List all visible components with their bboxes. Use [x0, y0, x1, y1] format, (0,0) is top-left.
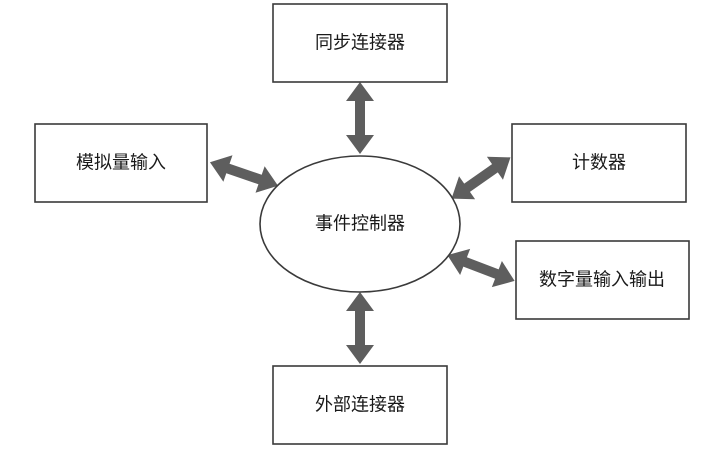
- right-upper-node: 计数器: [511, 123, 687, 203]
- bottom-box: [272, 365, 448, 445]
- left-label: 模拟量输入: [76, 153, 166, 174]
- right-upper-box: [511, 123, 687, 203]
- left-box: [34, 123, 208, 203]
- left-node: 模拟量输入: [34, 123, 208, 203]
- center-node: 事件控制器: [259, 155, 461, 293]
- right-upper-label: 计数器: [572, 153, 626, 174]
- arrows: [209, 82, 515, 364]
- center-ellipse: [259, 155, 461, 293]
- arrow-center-to-bottom: [346, 292, 374, 364]
- right-lower-node: 数字量输入输出: [515, 240, 690, 320]
- arrow-center-to-top: [346, 82, 374, 154]
- center-label: 事件控制器: [315, 214, 405, 235]
- top-box: [272, 3, 448, 83]
- arrow-center-to-right-upper: [451, 156, 511, 200]
- top-node: 同步连接器: [272, 3, 448, 83]
- bottom-label: 外部连接器: [315, 395, 405, 416]
- arrow-center-to-right-lower: [447, 248, 515, 288]
- right-lower-label: 数字量输入输出: [539, 270, 665, 291]
- top-label: 同步连接器: [315, 33, 405, 54]
- arrow-center-to-left: [209, 155, 279, 193]
- bottom-node: 外部连接器: [272, 365, 448, 445]
- right-lower-box: [515, 240, 690, 320]
